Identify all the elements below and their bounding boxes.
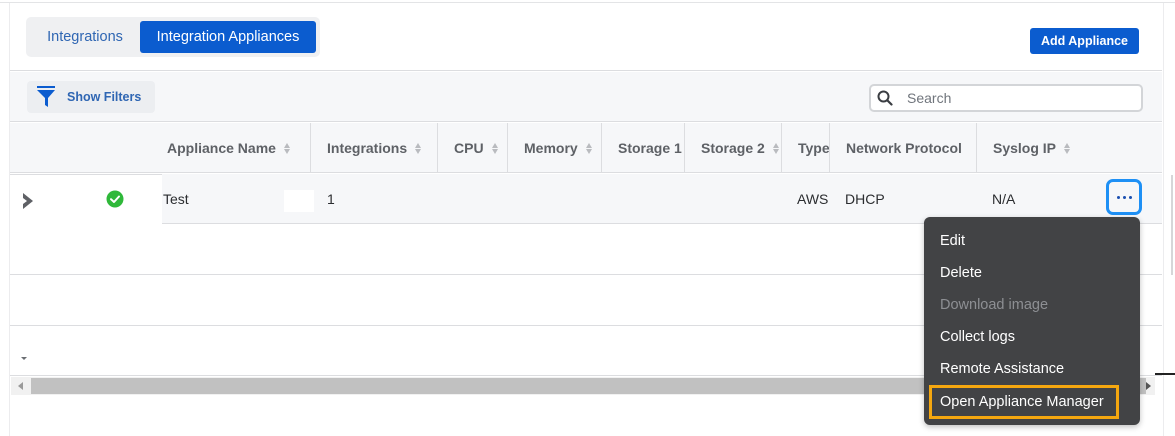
column-label: Appliance Name (167, 140, 276, 156)
table-header: Appliance Name Integrations CPU Memory S… (10, 123, 1162, 173)
column-network-protocol[interactable]: Network Protocol (846, 123, 976, 173)
type-value: AWS (797, 191, 829, 207)
menu-item-delete[interactable]: Delete (940, 265, 982, 281)
integrations-value: 1 (327, 191, 335, 207)
row-actions-button[interactable] (1106, 179, 1142, 215)
column-label: Integrations (327, 140, 408, 156)
column-divider[interactable] (601, 123, 602, 173)
column-label: Type (798, 140, 829, 156)
menu-item-download-image: Download image (940, 297, 1049, 313)
page-header: Integrations Integration Appliances Add … (10, 3, 1162, 71)
sort-icon (585, 142, 592, 154)
ellipsis-icon (1128, 195, 1132, 199)
column-divider[interactable] (507, 123, 508, 173)
row-actions-menu: Edit Delete Download image Collect logs … (924, 217, 1140, 425)
right-border (1163, 3, 1164, 436)
sort-icon (491, 142, 498, 154)
appliance-name-value[interactable]: Test (163, 191, 189, 207)
column-label: Storage 1 (618, 140, 682, 156)
column-divider[interactable] (829, 123, 830, 173)
column-label: CPU (454, 140, 484, 156)
sort-icon (772, 142, 779, 154)
column-divider[interactable] (437, 123, 438, 173)
search-input[interactable] (907, 90, 1127, 106)
column-label: Storage 2 (701, 140, 765, 156)
column-divider[interactable] (684, 123, 685, 173)
caret-down-icon (21, 357, 27, 360)
tab-group: Integrations Integration Appliances (26, 17, 320, 57)
column-label: Syslog IP (993, 140, 1057, 156)
left-border (9, 3, 10, 436)
sort-icon (1064, 142, 1071, 154)
filter-toolbar: Show Filters (10, 72, 1162, 122)
search-box[interactable] (869, 84, 1143, 112)
vertical-scrollbar[interactable] (1171, 175, 1173, 275)
sort-icon (415, 142, 422, 154)
tab-integrations[interactable]: Integrations (47, 29, 123, 45)
column-divider[interactable] (781, 123, 782, 173)
syslog-ip-value: N/A (992, 191, 1016, 207)
add-appliance-button[interactable]: Add Appliance (1030, 28, 1139, 54)
horizontal-scrollbar[interactable] (11, 377, 1155, 395)
decorative-line (1155, 373, 1175, 375)
column-storage-1[interactable]: Storage 1 (618, 123, 684, 173)
column-cpu[interactable]: CPU (454, 123, 498, 173)
expand-chevron-icon[interactable] (20, 192, 36, 210)
show-filters-button[interactable]: Show Filters (27, 81, 155, 113)
column-syslog-ip[interactable]: Syslog IP (993, 123, 1071, 173)
table-row[interactable]: Test 1 AWS DHCP N/A (10, 174, 1162, 224)
column-appliance-name[interactable]: Appliance Name (167, 123, 290, 173)
ellipsis-icon (1116, 195, 1120, 199)
tab-integration-appliances[interactable]: Integration Appliances (140, 21, 316, 53)
show-filters-label: Show Filters (67, 90, 142, 104)
menu-item-collect-logs[interactable]: Collect logs (940, 329, 1015, 345)
column-storage-2[interactable]: Storage 2 (701, 123, 781, 173)
sort-icon (283, 142, 290, 154)
menu-item-remote-assistance[interactable]: Remote Assistance (940, 361, 1065, 377)
ellipsis-icon (1122, 195, 1126, 199)
scrollbar-thumb[interactable] (31, 378, 1146, 394)
appliance-name-cell (162, 178, 316, 220)
check-circle-icon (106, 190, 124, 208)
column-type[interactable]: Type (798, 123, 829, 173)
column-divider[interactable] (976, 123, 977, 173)
search-icon (877, 90, 893, 106)
menu-item-open-appliance-manager[interactable]: Open Appliance Manager (929, 385, 1119, 419)
column-label: Memory (524, 140, 578, 156)
row-frozen-cells (10, 174, 162, 224)
top-divider (0, 2, 1175, 3)
scroll-left-arrow-icon[interactable] (18, 382, 23, 390)
funnel-icon (37, 86, 55, 107)
menu-item-edit[interactable]: Edit (940, 233, 965, 249)
cell-overlay (284, 190, 314, 212)
network-protocol-value: DHCP (845, 191, 885, 207)
column-integrations[interactable]: Integrations (327, 123, 422, 173)
scroll-right-arrow-icon[interactable] (1146, 382, 1151, 390)
column-divider[interactable] (310, 123, 311, 173)
column-label: Network Protocol (846, 140, 962, 156)
column-memory[interactable]: Memory (524, 123, 592, 173)
